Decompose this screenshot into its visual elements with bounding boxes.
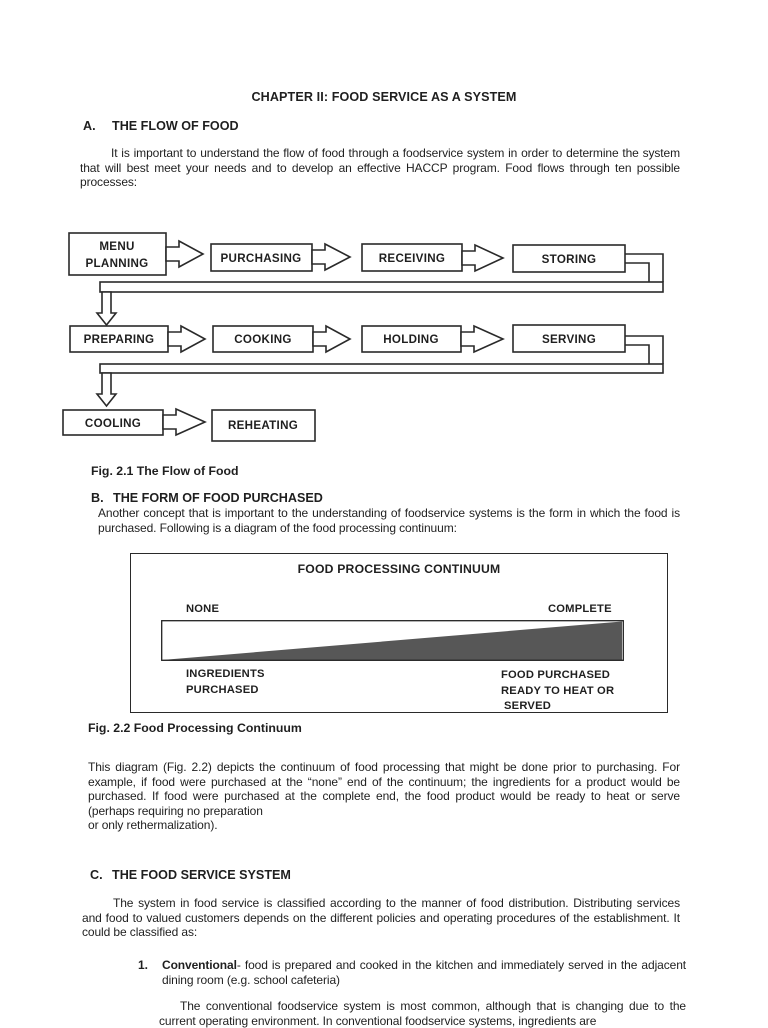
flow-box-receiving: [361, 243, 463, 272]
flow-label-preparing: PREPARING: [84, 333, 155, 346]
flow-box-menu-planning: [68, 232, 167, 276]
flow-label-reheating: REHEATING: [228, 419, 298, 432]
section-c-heading-text: THE FOOD SERVICE SYSTEM: [112, 868, 291, 882]
continuum-right-caption: FOOD PURCHASED READY TO HEAT OR SERVED: [501, 669, 615, 712]
continuum-paragraph: This diagram (Fig. 2.2) depicts the cont…: [88, 760, 680, 833]
flow-box-storing: [512, 244, 626, 273]
list-item-number: 1.: [138, 958, 149, 972]
arrow-right-icon: [167, 324, 207, 354]
wedge-outline: [161, 620, 624, 661]
flow-label-serving: SERVING: [542, 333, 596, 346]
section-b-heading-text: THE FORM OF FOOD PURCHASED: [113, 491, 323, 505]
flow-label-planning: PLANNING: [86, 257, 149, 270]
flow-label-storing: STORING: [542, 253, 597, 266]
flow-box-serving: [512, 324, 626, 353]
wedge-fill: [162, 621, 622, 660]
flow-box-cooking: [212, 325, 314, 353]
continuum-left-caption: INGREDIENTS PURCHASED: [186, 668, 265, 696]
list-item-text: - food is prepared and cooked in the kit…: [162, 958, 686, 987]
flow-label-cooling: COOLING: [85, 417, 141, 430]
arrow-right-icon: [165, 239, 205, 269]
section-a-heading: A. THE FLOW OF FOOD: [83, 119, 239, 133]
continuum-title: FOOD PROCESSING CONTINUUM: [297, 562, 501, 576]
continuum-paragraph-main: This diagram (Fig. 2.2) depicts the cont…: [88, 760, 680, 818]
elbow-connector-row2-inner: [625, 344, 650, 364]
return-bar-row2: [99, 363, 664, 374]
arrow-right-icon: [312, 324, 352, 354]
fig-2-1-caption: Fig. 2.1 The Flow of Food: [91, 464, 239, 478]
section-b-paragraph: Another concept that is important to the…: [98, 506, 680, 535]
arrow-down-icon: [95, 291, 118, 327]
list-item-term: Conventional: [162, 958, 237, 972]
section-a-heading-text: THE FLOW OF FOOD: [112, 119, 239, 133]
flow-of-food-diagram: MENU PLANNING PURCHASING RECEIVING STORI…: [62, 232, 664, 442]
section-b-label: B.: [91, 491, 104, 505]
section-b-heading: B. THE FORM OF FOOD PURCHASED: [91, 491, 323, 505]
flow-box-reheating: [211, 409, 316, 442]
section-c-paragraph: The system in food service is classified…: [82, 896, 680, 940]
section-c-heading: C. THE FOOD SERVICE SYSTEM: [90, 868, 291, 882]
section-c-label: C.: [90, 868, 103, 882]
continuum-complete-label: COMPLETE: [548, 603, 612, 615]
arrow-down-icon: [95, 372, 118, 408]
page-title: CHAPTER II: FOOD SERVICE AS A SYSTEM: [251, 90, 517, 104]
flow-label-holding: HOLDING: [383, 333, 439, 346]
flow-box-holding: [361, 325, 462, 353]
elbow-connector-row2-outer: [625, 335, 664, 364]
list-item-conventional: 1. Conventional- food is prepared and co…: [138, 958, 686, 988]
arrow-right-icon: [311, 242, 352, 272]
flow-label-cooking: COOKING: [234, 333, 292, 346]
arrow-right-icon: [460, 324, 505, 354]
section-a-label: A.: [83, 119, 96, 133]
flow-box-cooling: [62, 409, 164, 436]
continuum-paragraph-tail: or only rethermalization).: [88, 818, 218, 833]
section-a-paragraph: It is important to understand the flow o…: [80, 146, 680, 190]
elbow-connector-row1-outer: [625, 253, 664, 282]
continuum-none-label: NONE: [186, 603, 220, 615]
continuum-wedge: [161, 620, 624, 661]
return-bar-row1: [99, 281, 664, 293]
arrow-right-icon: [162, 407, 207, 437]
arrow-right-icon: [461, 243, 505, 273]
elbow-connector-row1-inner: [625, 262, 650, 282]
fig-2-2-caption: Fig. 2.2 Food Processing Continuum: [88, 721, 302, 735]
flow-label-menu: MENU: [99, 240, 134, 253]
flow-box-purchasing: [210, 243, 313, 272]
flow-label-receiving: RECEIVING: [379, 252, 445, 265]
food-processing-continuum-figure: FOOD PROCESSING CONTINUUM NONE COMPLETE …: [130, 553, 668, 713]
flow-label-purchasing: PURCHASING: [221, 252, 302, 265]
flow-box-preparing: [69, 325, 169, 353]
